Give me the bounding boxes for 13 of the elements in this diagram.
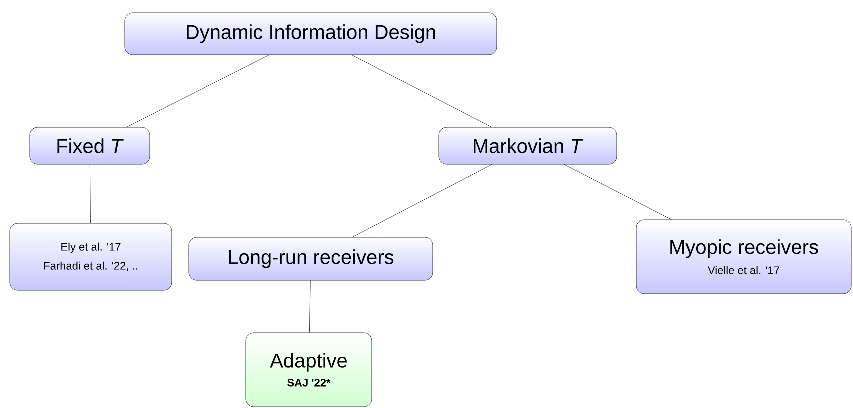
topic-box: Ely et al. '17 Farhadi et al. '22, .. <box>10 223 172 291</box>
connector-line <box>90 164 91 224</box>
topic-box: Long-run receivers <box>188 237 434 281</box>
connector-line <box>309 280 311 333</box>
connector-line <box>564 164 672 220</box>
connector-line <box>352 164 492 238</box>
topic-box: Myopic receivers Vielle et al. '17 <box>636 220 852 294</box>
topic-box: Fixed T <box>30 127 150 165</box>
connector-line <box>352 55 492 128</box>
topic-box: Markovian T <box>438 127 618 165</box>
connector-line <box>126 55 270 128</box>
topic-box: Adaptive SAJ '22* <box>246 332 372 408</box>
topic-box: Dynamic Information Design <box>124 12 498 56</box>
